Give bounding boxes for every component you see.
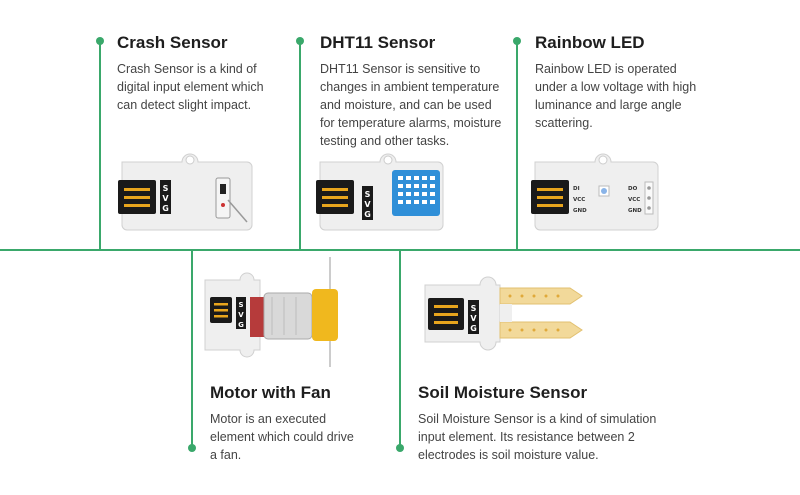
motor-fan-title: Motor with Fan: [210, 383, 331, 402]
svg-text:GND: GND: [573, 208, 587, 214]
svg-text:V: V: [470, 314, 477, 323]
svg-text:V: V: [162, 194, 169, 203]
svg-text:G: G: [162, 204, 169, 213]
rainbow-led-title: Rainbow LED: [535, 33, 645, 52]
crash-sensor-module-icon: S V G: [118, 153, 253, 231]
crash-sensor-title: Crash Sensor: [117, 33, 228, 52]
timeline-dot-dht11: [296, 37, 304, 45]
rainbow-led-description: Rainbow LED is operated under a low volt…: [535, 62, 697, 130]
timeline-dot-rainbow: [513, 37, 521, 45]
dht11-sensor-description: DHT11 Sensor is sensitive to changes in …: [320, 62, 502, 148]
svg-text:V: V: [238, 311, 244, 319]
timeline-dot-crash: [96, 37, 104, 45]
timeline-branch-motor: [191, 250, 193, 448]
timeline-branch-soil: [399, 250, 401, 448]
soil-moisture-title: Soil Moisture Sensor: [418, 383, 588, 402]
crash-sensor-description: Crash Sensor is a kind of digital input …: [117, 62, 264, 112]
timeline-branch-rainbow: [516, 40, 518, 250]
timeline-dot-soil: [396, 444, 404, 452]
svg-text:GND: GND: [628, 208, 642, 214]
svg-text:S: S: [238, 301, 243, 309]
svg-text:DO: DO: [628, 186, 638, 192]
soil-moisture-module-icon: S V G: [424, 276, 583, 351]
motor-fan-module-icon: S V G: [204, 257, 338, 367]
svg-text:G: G: [470, 324, 477, 333]
timeline-branch-dht11: [299, 40, 301, 250]
rainbow-led-module-icon: DI VCC GND DO VCC GND: [531, 153, 659, 231]
svg-text:S: S: [365, 190, 371, 199]
svg-text:G: G: [364, 210, 371, 219]
svg-text:S: S: [163, 184, 169, 193]
svg-text:V: V: [364, 200, 371, 209]
timeline-dot-motor: [188, 444, 196, 452]
dht11-sensor-title: DHT11 Sensor: [320, 33, 436, 52]
dht11-sensor-module-icon: S V G: [316, 153, 444, 231]
svg-text:VCC: VCC: [628, 197, 640, 203]
timeline-branch-crash: [99, 40, 101, 250]
svg-text:DI: DI: [573, 186, 580, 192]
svg-text:G: G: [238, 321, 244, 329]
soil-moisture-description: Soil Moisture Sensor is a kind of simula…: [418, 412, 657, 462]
svg-text:S: S: [471, 304, 477, 313]
svg-text:VCC: VCC: [573, 197, 585, 203]
motor-fan-description: Motor is an executed element which could…: [210, 412, 354, 462]
